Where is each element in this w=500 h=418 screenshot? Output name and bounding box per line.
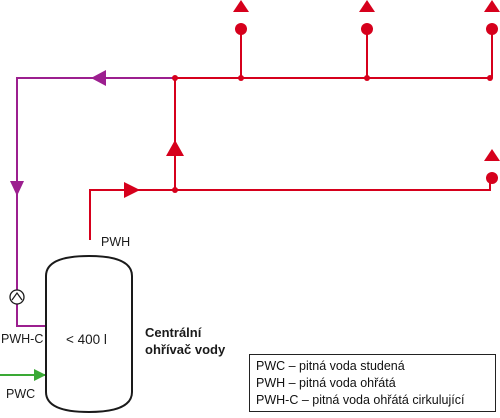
pwh-c-flow-arrow-icon	[10, 181, 24, 196]
pwh-flow-arrow-icon	[124, 182, 140, 198]
tap-outlet-icon	[484, 149, 500, 184]
pwh-branch-pipe	[175, 182, 491, 191]
junction-dot	[172, 75, 178, 81]
junction-dot	[487, 75, 493, 81]
junction-dot	[172, 187, 178, 193]
pwh-label: PWH	[101, 235, 130, 249]
legend-item-pwc: PWC – pitná voda studená	[256, 359, 405, 373]
pwh-pipes	[89, 33, 493, 240]
tap-outlet-icon	[359, 0, 375, 35]
pwh-c-heater-inlet-pipe	[16, 304, 46, 327]
pwh-c-pipes	[16, 77, 175, 327]
pwh-flow-arrow-icon	[166, 140, 184, 156]
water-heater-tank	[45, 254, 133, 414]
pwh-c-return-pipe	[16, 77, 175, 290]
tap-outlet-icon	[484, 0, 500, 35]
junction-dot	[364, 75, 370, 81]
junction-dot	[238, 75, 244, 81]
circulation-pump-icon	[9, 289, 25, 305]
pwh-c-label: PWH-C	[1, 332, 43, 346]
pwh-c-flow-arrow-icon	[91, 70, 106, 86]
tap-outlet-icon	[233, 0, 249, 35]
pwh-supply-pipe	[89, 77, 490, 240]
tap-outlets	[233, 0, 500, 184]
heater-title-line2: ohřívač vody	[145, 342, 226, 357]
flow-arrows	[10, 70, 184, 198]
junctions	[172, 75, 493, 193]
pwc-label: PWC	[6, 387, 35, 401]
pwc-flow-arrow-icon	[34, 369, 46, 381]
pwc-pipe-group	[0, 369, 46, 381]
heater-title-line1: Centrální	[145, 325, 202, 340]
legend: PWC – pitná voda studená PWH – pitná vod…	[249, 354, 496, 412]
legend-item-pwh: PWH – pitná voda ohřátá	[256, 376, 396, 390]
tank-volume-label: < 400 l	[66, 332, 107, 347]
legend-item-pwh-c: PWH-C – pitná voda ohřátá cirkulující	[256, 393, 465, 407]
